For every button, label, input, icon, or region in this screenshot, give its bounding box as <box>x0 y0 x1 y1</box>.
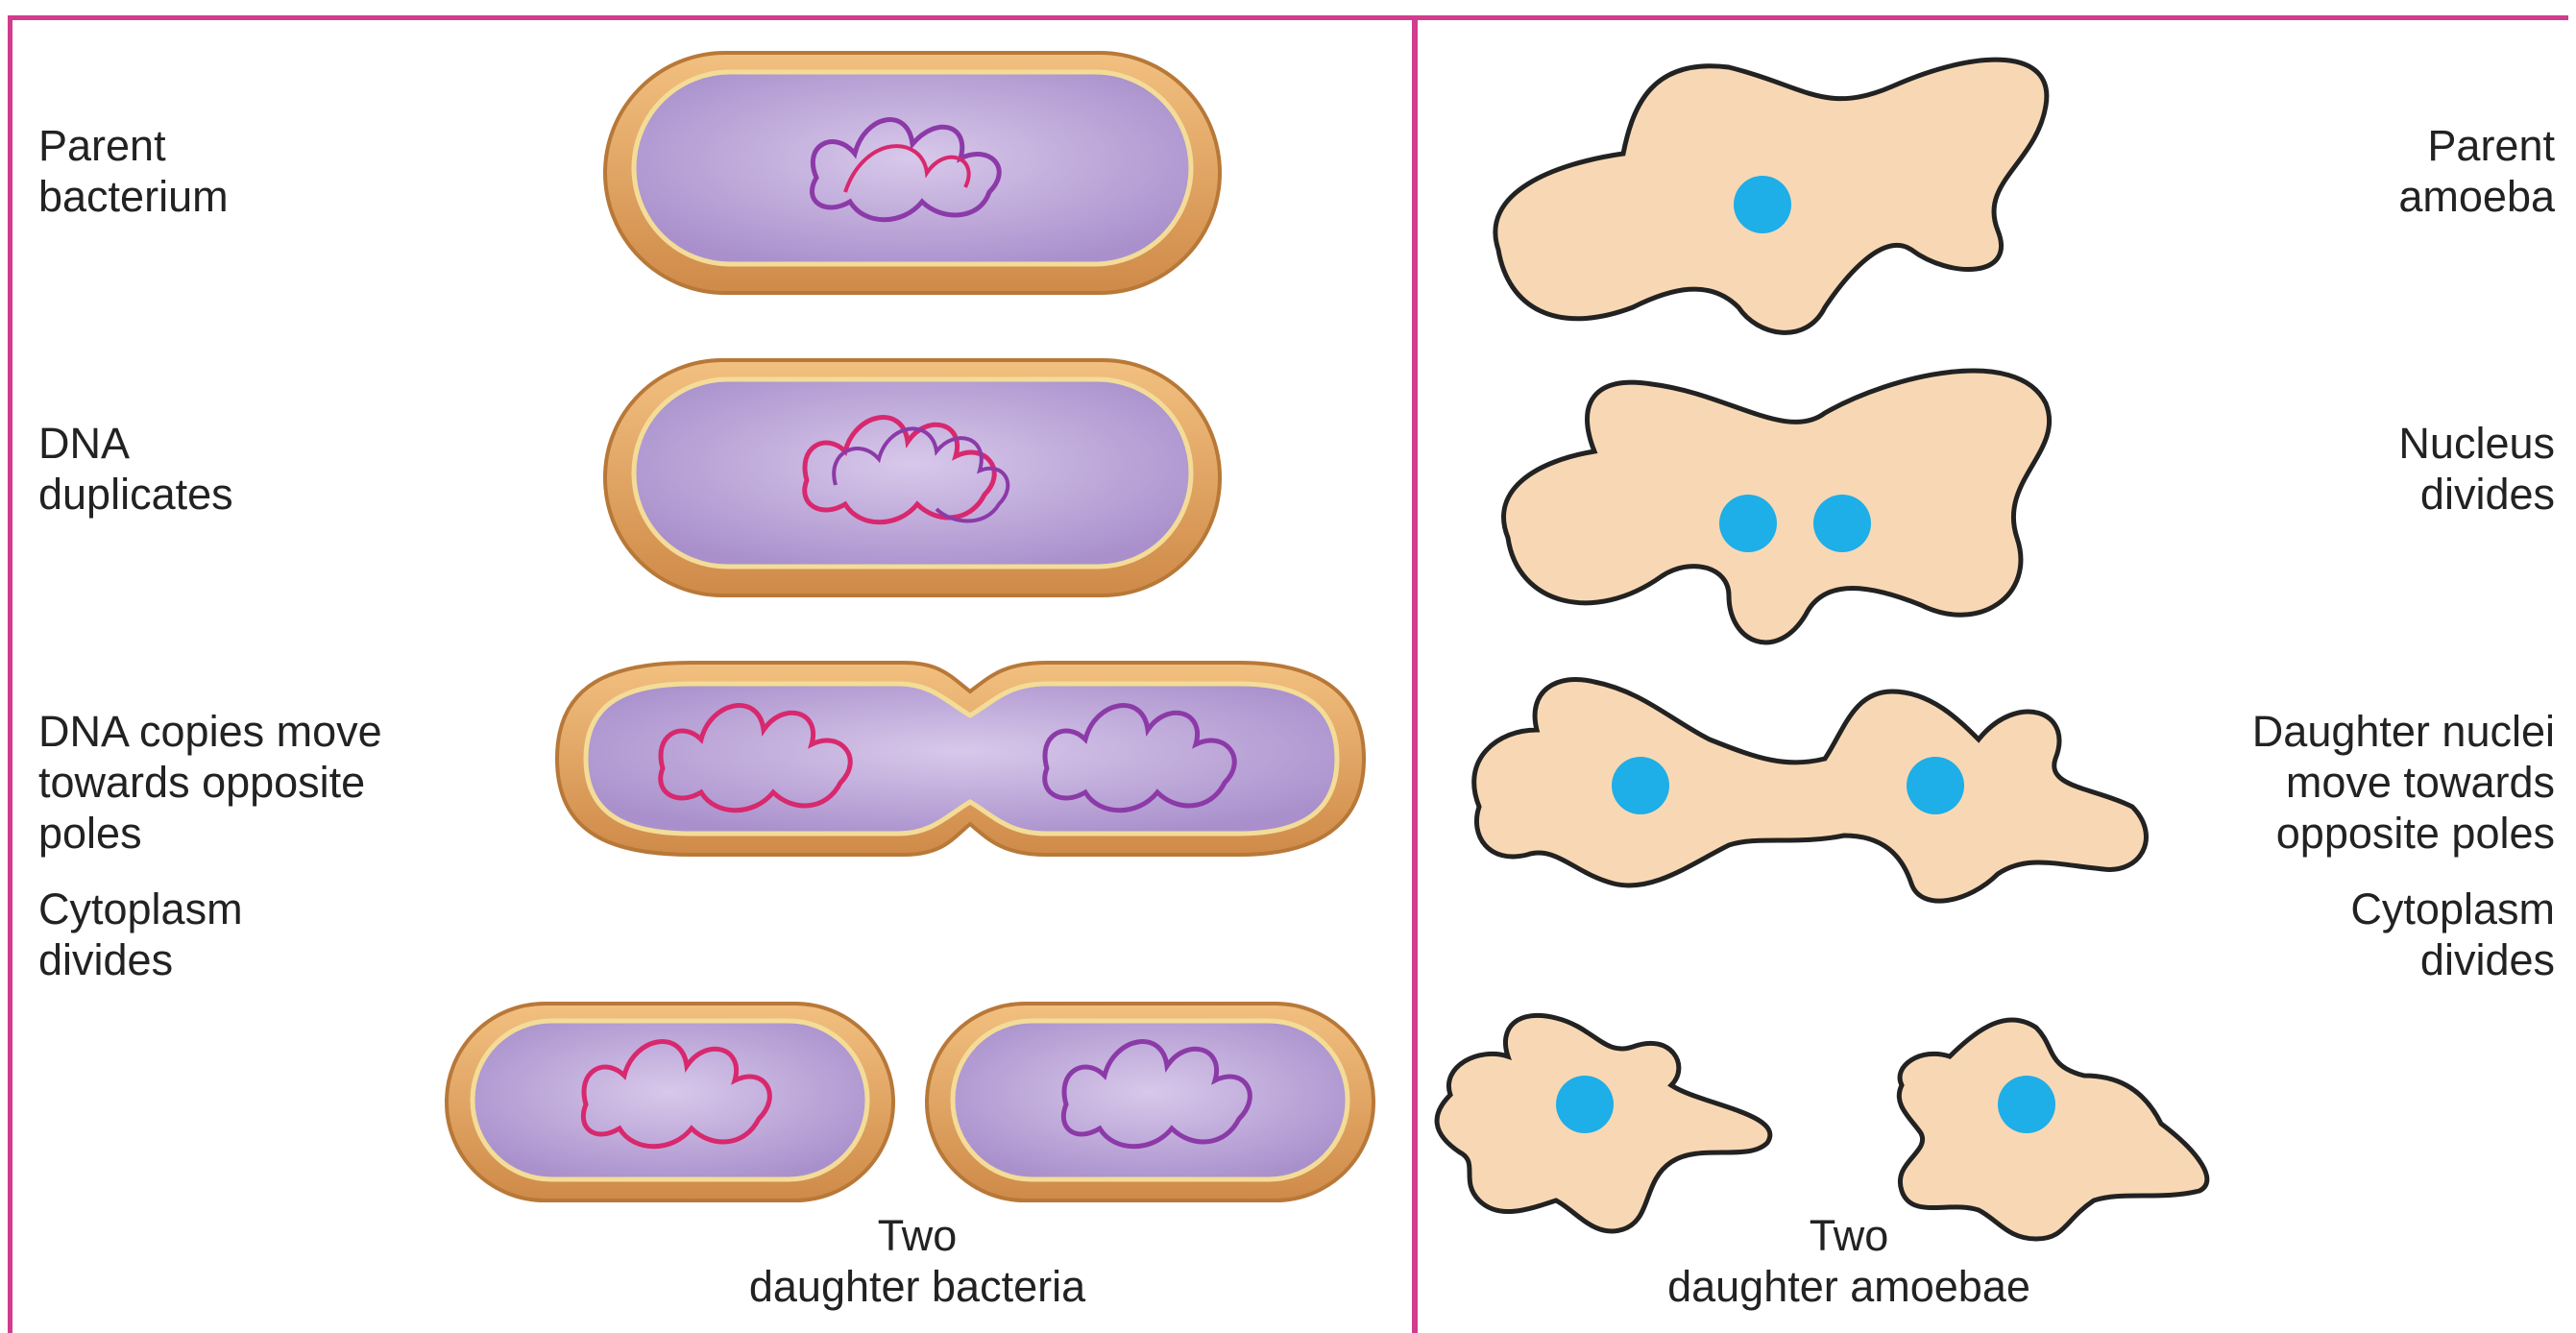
nucleus <box>1907 757 1964 814</box>
nucleus <box>1612 757 1669 814</box>
daughter-bacterium-right <box>927 1004 1373 1200</box>
amoeba-nuclei-separating <box>1474 679 2147 901</box>
daughter-bacterium-left <box>447 1004 893 1200</box>
label-dna-copies-move: DNA copies move towards opposite poles <box>38 706 382 859</box>
bacterium-dna-duplicating <box>605 360 1220 595</box>
label-dna-duplicates: DNA duplicates <box>38 418 233 520</box>
daughter-amoeba-right <box>1899 1020 2207 1239</box>
label-daughter-nuclei-move: Daughter nuclei move towards opposite po… <box>2252 706 2555 859</box>
nucleus <box>1998 1076 2055 1133</box>
daughter-amoeba-left <box>1437 1015 1770 1231</box>
nucleus <box>1813 495 1871 552</box>
label-bacteria-cytoplasm-divides: Cytoplasm divides <box>38 884 243 985</box>
nucleus <box>1719 495 1777 552</box>
label-two-daughter-bacteria: Two daughter bacteria <box>749 1210 1085 1312</box>
label-parent-amoeba: Parent amoeba <box>2398 120 2555 222</box>
nucleus <box>1734 176 1791 233</box>
label-amoeba-cytoplasm-divides: Cytoplasm divides <box>2350 884 2555 985</box>
parent-amoeba <box>1495 60 2047 332</box>
label-parent-bacterium: Parent bacterium <box>38 120 229 222</box>
parent-bacterium <box>605 53 1220 293</box>
nucleus <box>1556 1076 1614 1133</box>
label-nucleus-divides: Nucleus divides <box>2398 418 2555 520</box>
amoeba-nucleus-dividing <box>1504 371 2050 642</box>
label-two-daughter-amoebae: Two daughter amoebae <box>1667 1210 2030 1312</box>
